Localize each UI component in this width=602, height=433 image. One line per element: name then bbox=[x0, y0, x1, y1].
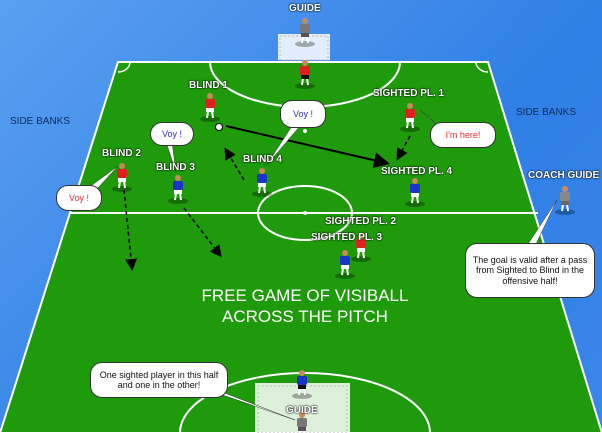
bubble-im-here: I'm here! bbox=[430, 122, 496, 148]
center-circle bbox=[257, 185, 353, 241]
player-blind-3 bbox=[168, 175, 188, 204]
run-arrow bbox=[123, 189, 138, 271]
label-sighted-4: SIGHTED PL. 4 bbox=[381, 166, 453, 177]
bubble-voy-blind2: Voy ! bbox=[56, 185, 102, 211]
label-sighted-1: SIGHTED PL. 1 bbox=[373, 88, 445, 99]
player-blind-4 bbox=[252, 168, 272, 197]
bubble-voy-blind3: Voy ! bbox=[150, 122, 194, 146]
player-sighted-4 bbox=[405, 178, 425, 207]
bubble-sighted-rule: One sighted player in this half and one … bbox=[90, 362, 228, 398]
player-sighted-1 bbox=[400, 103, 420, 132]
pitch bbox=[0, 62, 602, 433]
top-goal bbox=[278, 34, 330, 61]
run-arrow bbox=[183, 207, 222, 258]
player-blind-2 bbox=[112, 163, 132, 192]
title-line-2: ACROSS THE PITCH bbox=[222, 307, 388, 326]
run-arrow bbox=[224, 147, 245, 181]
player-blind-1 bbox=[200, 93, 220, 122]
player-sighted-2 bbox=[351, 233, 371, 262]
player-goalkeeper-top bbox=[295, 60, 315, 89]
label-side-banks-left: SIDE BANKS bbox=[10, 116, 71, 127]
touchline bbox=[0, 61, 602, 433]
player-coach-guide bbox=[555, 186, 575, 215]
player-guide-bottom bbox=[297, 412, 307, 433]
label-sighted-2: SIGHTED PL. 2 bbox=[325, 216, 397, 227]
label-side-banks-right: SIDE BANKS bbox=[516, 107, 577, 118]
ball bbox=[215, 123, 223, 131]
pass-arrow bbox=[225, 125, 390, 169]
label-blind-3: BLIND 3 bbox=[156, 162, 195, 173]
bottom-area bbox=[179, 372, 431, 433]
label-coach-guide: COACH GUIDE bbox=[528, 170, 600, 181]
diagram-title: FREE GAME OF VISIBALL ACROSS THE PITCH bbox=[150, 285, 460, 327]
label-guide-top: GUIDE bbox=[289, 3, 321, 14]
bubble-goal-rule: The goal is valid after a pass from Sigh… bbox=[465, 243, 595, 298]
player-guide-top bbox=[295, 18, 315, 47]
label-guide-bottom: GUIDE bbox=[286, 405, 318, 416]
label-blind-1: BLIND 1 bbox=[189, 80, 228, 91]
label-blind-4: BLIND 4 bbox=[243, 154, 282, 165]
title-line-1: FREE GAME OF VISIBALL bbox=[201, 286, 409, 305]
player-sighted-3 bbox=[335, 250, 355, 279]
label-blind-2: BLIND 2 bbox=[102, 148, 141, 159]
label-sighted-3: SIGHTED PL. 3 bbox=[311, 232, 383, 243]
player-goalkeeper-bottom bbox=[292, 370, 312, 399]
bubble-voy-blind4: Voy ! bbox=[280, 100, 326, 128]
